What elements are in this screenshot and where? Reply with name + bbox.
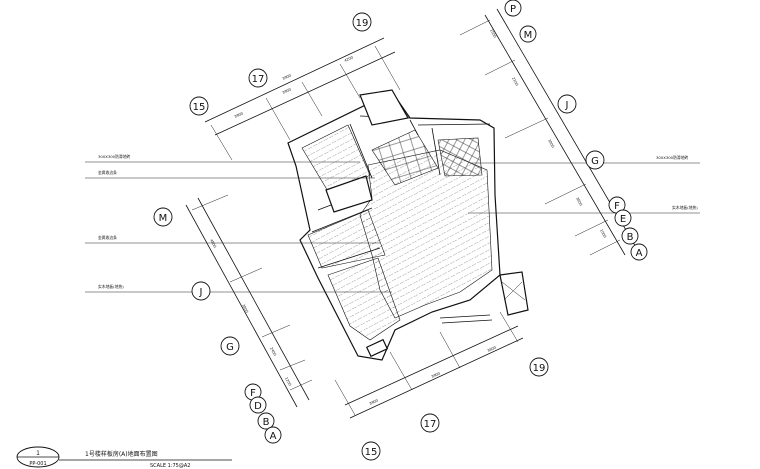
svg-text:17: 17	[252, 74, 265, 85]
svg-text:E: E	[620, 214, 626, 225]
axis-bubble-left-D: D	[249, 396, 267, 414]
title-block: 1 PP-001 1号楼样板房(A)地面布置图 SCALE 1:75@A2	[16, 446, 232, 469]
axis-bubble-right-E: E	[614, 209, 632, 227]
axis-bubble-right-A: A	[630, 243, 648, 261]
axis-bubble-top-19: 19	[352, 12, 372, 32]
note-right-1: 300X300防滑地砖	[656, 155, 688, 160]
svg-text:19: 19	[533, 363, 546, 374]
axis-bubble-bottom-19: 19	[529, 357, 549, 377]
dimension-texts: 3900 3900 3900 4200 4800 3900 2400 1200 …	[209, 29, 607, 406]
note-left-4: 实木地板(地热)	[98, 284, 124, 289]
svg-text:B: B	[263, 417, 270, 428]
dimension-lines	[185, 8, 638, 419]
svg-text:G: G	[226, 342, 234, 353]
svg-text:15: 15	[365, 447, 378, 458]
dim-right-3: 3900	[547, 139, 555, 150]
building	[287, 89, 529, 361]
axis-bubble-right-B: B	[621, 227, 639, 245]
dim-left-4: 1200	[284, 377, 292, 388]
axis-bubble-left-B: B	[257, 412, 275, 430]
svg-text:19: 19	[356, 18, 369, 29]
dim-right-5: 1000	[599, 229, 607, 240]
dim-left-2: 3900	[241, 304, 249, 315]
svg-text:F: F	[250, 388, 256, 399]
dim-left-1: 4800	[209, 239, 217, 250]
dim-right-1: 1500	[489, 29, 497, 40]
dim-bottom-3: 3600	[487, 345, 498, 353]
svg-text:15: 15	[193, 102, 206, 113]
note-left-1: 300X300防滑地砖	[98, 154, 130, 159]
svg-text:G: G	[591, 156, 599, 167]
dim-right-4: 3600	[575, 197, 583, 208]
axis-bubble-left-M: M	[153, 207, 173, 227]
dim-bottom-1: 3900	[369, 398, 380, 406]
dim-top-1: 3900	[234, 111, 245, 119]
axis-bubble-left-G: G	[220, 336, 240, 356]
svg-text:J: J	[565, 100, 569, 111]
drawing-title: 1号楼样板房(A)地面布置图	[85, 450, 158, 458]
svg-text:A: A	[270, 431, 277, 442]
axis-bubble-left-J: J	[191, 281, 211, 301]
axis-bubble-right-G: G	[585, 150, 605, 170]
dim-top-2: 3900	[282, 87, 293, 95]
leader-lines	[85, 161, 700, 293]
drawing-scale: SCALE 1:75@A2	[150, 463, 190, 469]
note-right-2: 实木地板(地热)	[672, 205, 698, 210]
axis-bubble-bottom-17: 17	[420, 413, 440, 433]
svg-text:M: M	[159, 213, 168, 224]
axis-bubble-bottom-15: 15	[361, 441, 381, 461]
sheet-code: PP-001	[29, 461, 46, 467]
svg-text:A: A	[636, 248, 643, 259]
svg-text:M: M	[524, 30, 533, 41]
axis-bubble-right-M: M	[519, 25, 537, 43]
svg-text:F: F	[614, 201, 620, 212]
sheet-number: 1	[36, 450, 40, 457]
svg-text:J: J	[199, 287, 203, 298]
axis-bubbles: 15 17 19 15 17 19 M J G F D B A P M J G …	[153, 0, 648, 461]
svg-text:D: D	[254, 401, 262, 412]
svg-text:P: P	[510, 4, 516, 15]
axis-bubble-right-P: P	[504, 0, 522, 17]
svg-text:B: B	[627, 232, 634, 243]
axis-bubble-top-15: 15	[189, 96, 209, 116]
notes: 300X300防滑地砖 金属收边条 金属收边条 实木地板(地热) 300X300…	[98, 154, 698, 289]
note-left-3: 金属收边条	[98, 235, 117, 240]
dim-bottom-2: 3900	[431, 371, 442, 379]
dim-left-3: 2400	[269, 347, 277, 358]
note-left-2: 金属收边条	[98, 170, 117, 175]
axis-bubble-left-A: A	[264, 426, 282, 444]
axis-bubble-right-J: J	[557, 94, 577, 114]
dim-top-4: 4200	[344, 55, 355, 63]
svg-text:17: 17	[424, 419, 437, 430]
axis-bubble-top-17: 17	[248, 68, 268, 88]
dim-right-2: 2100	[511, 77, 519, 88]
dim-top-3: 3900	[282, 73, 293, 81]
